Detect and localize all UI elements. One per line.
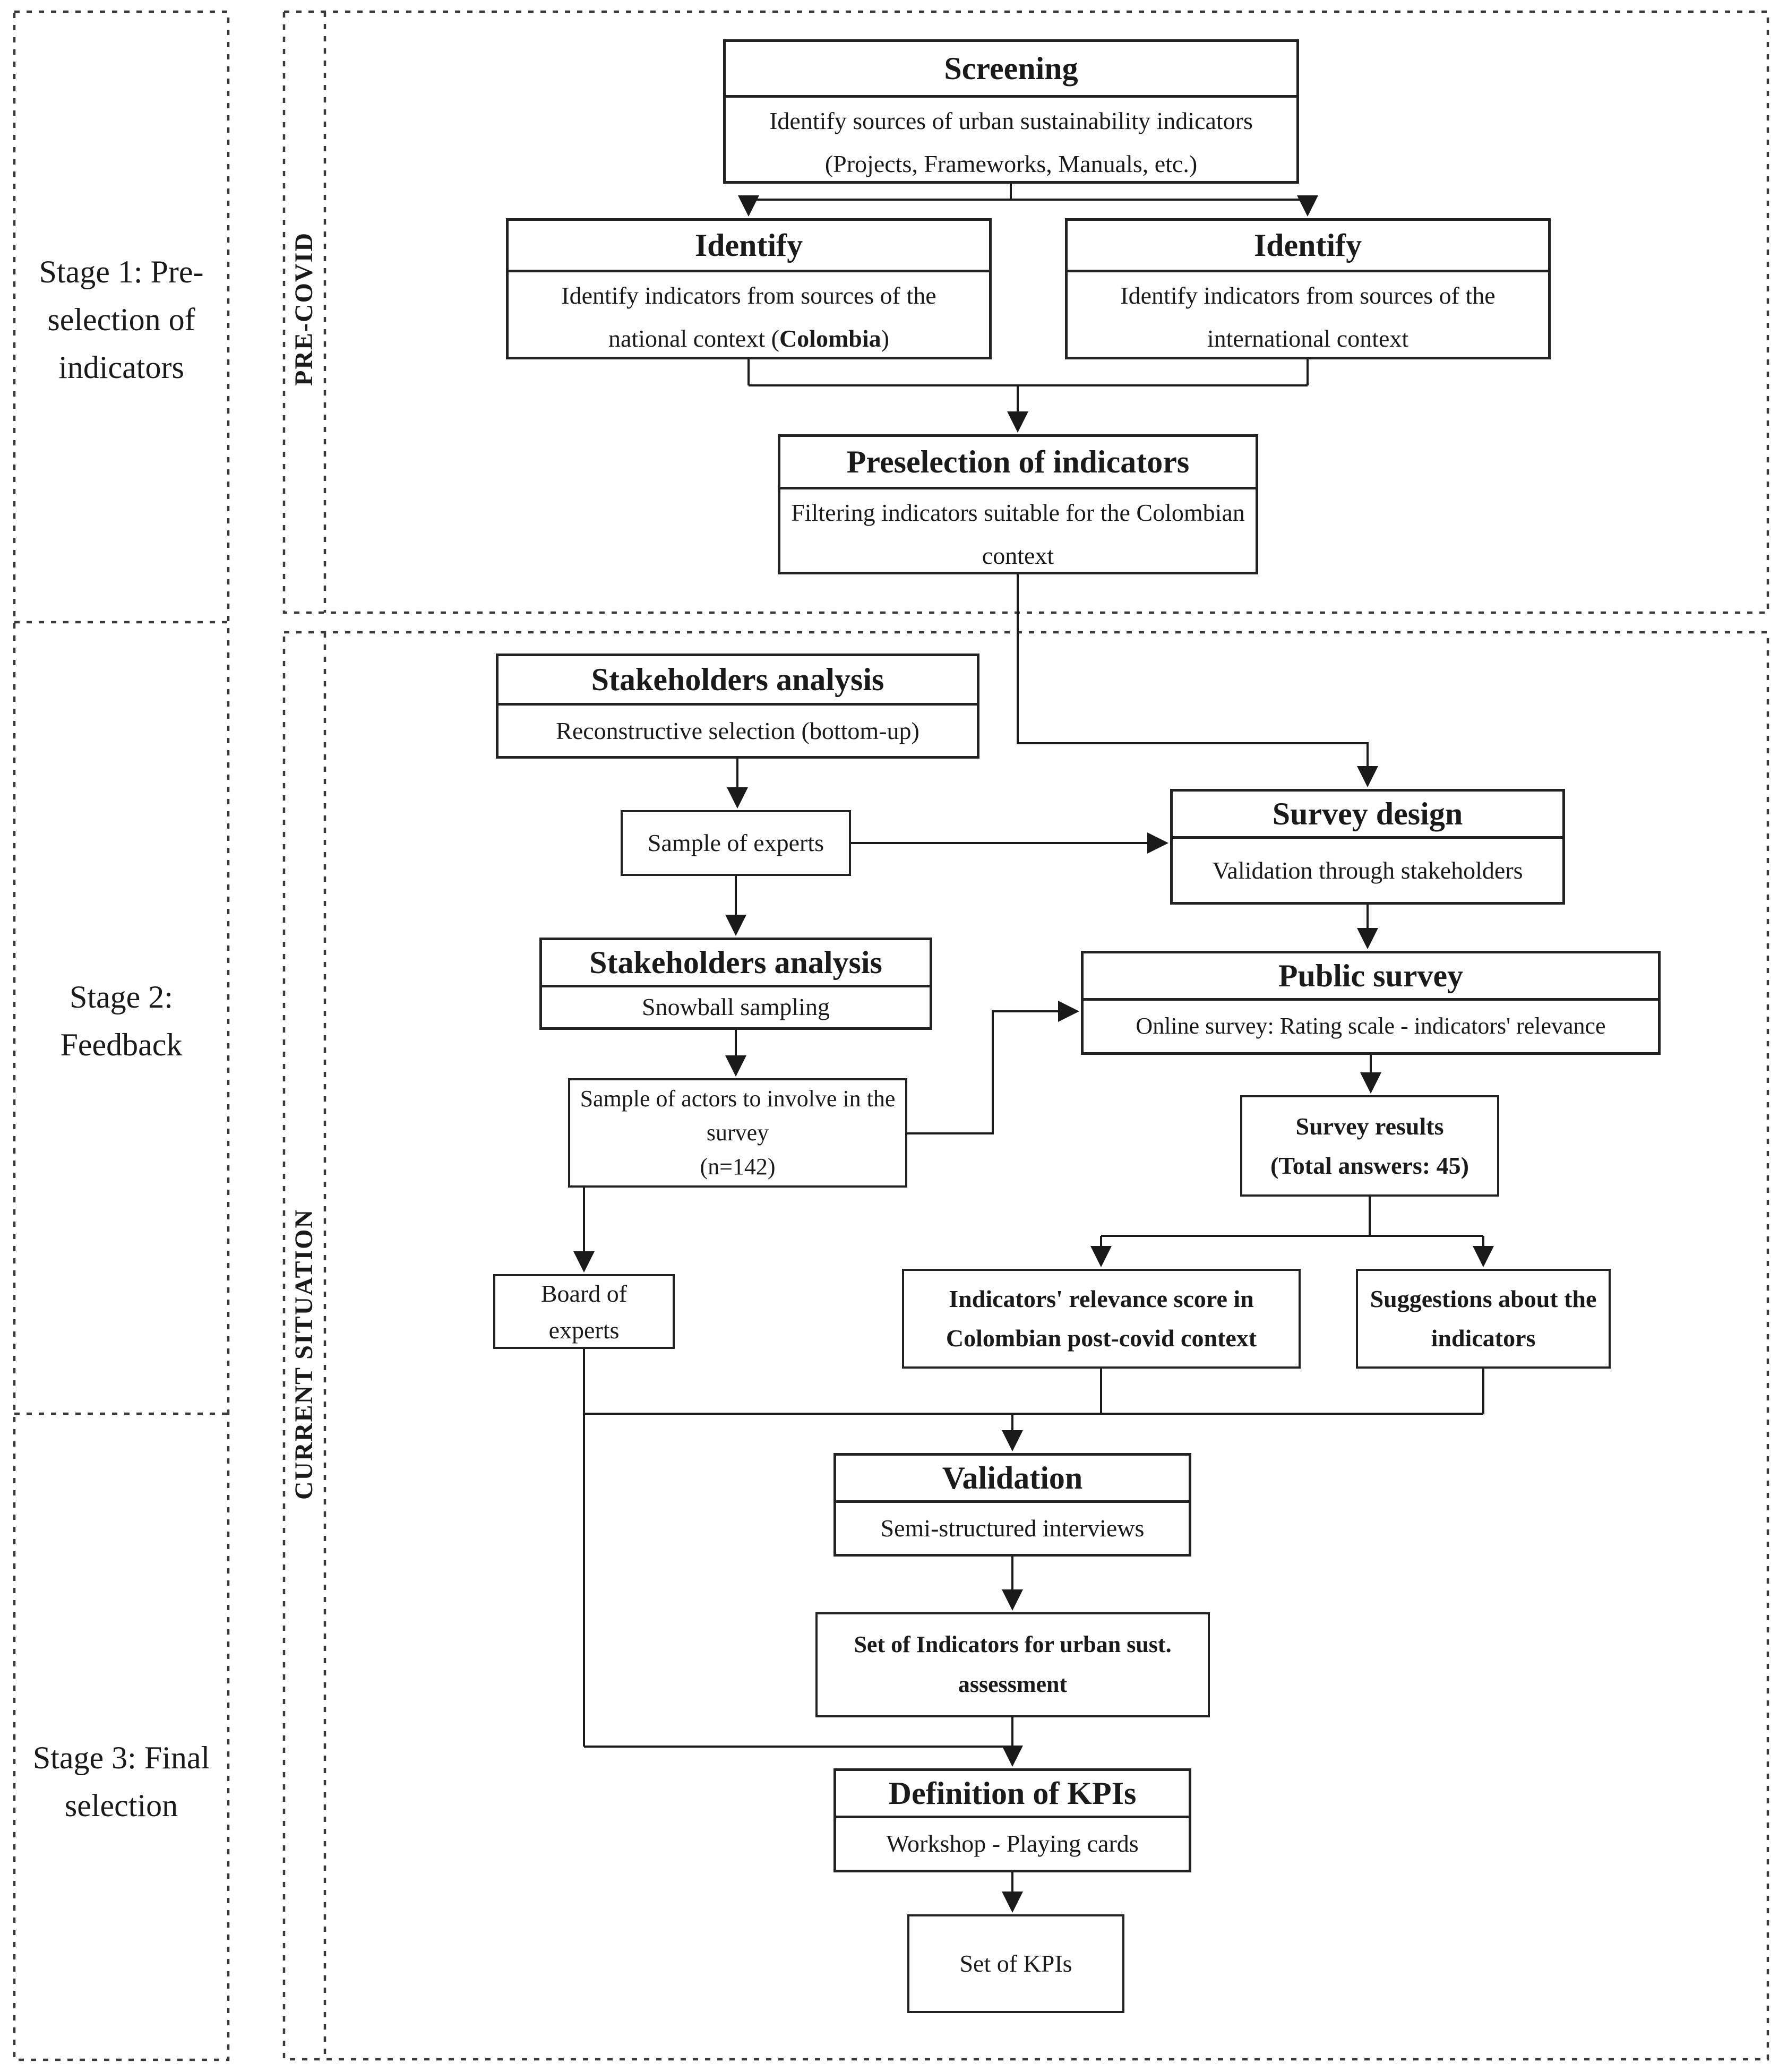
node-stakeholders-analysis-2-body: Snowball sampling (642, 993, 830, 1021)
node-survey-design-title: Survey design (1173, 792, 1562, 839)
node-stakeholders-analysis-1: Stakeholders analysis Reconstructive sel… (496, 654, 979, 759)
node-screening: Screening Identify sources of urban sust… (723, 39, 1299, 184)
node-identify-international: Identify Identify indicators from source… (1065, 218, 1551, 359)
node-indicators-relevance-text: Indicators' relevance score in Colombian… (946, 1285, 1257, 1352)
node-definition-of-kpis-body: Workshop - Playing cards (886, 1830, 1139, 1858)
node-identify-national: Identify Identify indicators from source… (506, 218, 992, 359)
node-validation-title: Validation (836, 1456, 1189, 1503)
node-sample-of-experts: Sample of experts (621, 810, 851, 876)
node-stakeholders-analysis-2: Stakeholders analysis Snowball sampling (539, 938, 932, 1030)
node-identify-international-title: Identify (1068, 221, 1548, 272)
node-survey-design: Survey design Validation through stakeho… (1170, 789, 1565, 905)
node-identify-national-title: Identify (509, 221, 989, 272)
node-screening-body: Identify sources of urban sustainability… (769, 107, 1253, 177)
node-board-of-experts-text: Board of experts (540, 1279, 628, 1344)
node-preselection-title: Preselection of indicators (780, 437, 1256, 489)
node-set-of-kpis: Set of KPIs (907, 1914, 1124, 2013)
region-label-pre-covid: PRE-COVID (290, 232, 318, 386)
node-indicators-relevance: Indicators' relevance score in Colombian… (902, 1269, 1301, 1369)
node-sample-of-experts-text: Sample of experts (647, 829, 824, 857)
node-survey-results-text: Survey results (Total answers: 45) (1270, 1112, 1469, 1179)
node-validation: Validation Semi-structured interviews (833, 1453, 1191, 1557)
node-identify-national-body: Identify indicators from sources of the … (561, 282, 936, 352)
node-validation-body: Semi-structured interviews (880, 1514, 1145, 1542)
node-set-of-kpis-text: Set of KPIs (959, 1950, 1072, 1978)
node-survey-results: Survey results (Total answers: 45) (1240, 1095, 1499, 1197)
node-public-survey-title: Public survey (1084, 953, 1658, 1001)
node-stakeholders-analysis-1-body: Reconstructive selection (bottom-up) (556, 717, 919, 744)
flow-connectors (573, 184, 1494, 1913)
node-definition-of-kpis-title: Definition of KPIs (836, 1771, 1189, 1818)
node-definition-of-kpis: Definition of KPIs Workshop - Playing ca… (833, 1768, 1191, 1872)
node-sample-of-actors-text: Sample of actors to involve in the surve… (580, 1086, 896, 1180)
node-public-survey: Public survey Online survey: Rating scal… (1081, 951, 1661, 1055)
node-suggestions-text: Suggestions about the indicators (1370, 1285, 1597, 1352)
node-survey-design-body: Validation through stakeholders (1212, 856, 1523, 884)
node-sample-of-actors: Sample of actors to involve in the surve… (568, 1078, 907, 1188)
node-screening-title: Screening (726, 42, 1296, 98)
node-public-survey-body: Online survey: Rating scale - indicators… (1136, 1013, 1606, 1039)
node-set-of-indicators-text: Set of Indicators for urban sust. assess… (854, 1631, 1172, 1697)
stage-1-label: Stage 1: Pre-selection of indicators (39, 254, 204, 385)
node-identify-international-body: Identify indicators from sources of the … (1120, 282, 1496, 352)
node-preselection-body: Filtering indicators suitable for the Co… (791, 499, 1245, 569)
stage-2-label: Stage 2: Feedback (60, 979, 183, 1062)
stage-3-label: Stage 3: Final selection (32, 1740, 210, 1823)
node-stakeholders-analysis-2-title: Stakeholders analysis (542, 940, 930, 987)
node-stakeholders-analysis-1-title: Stakeholders analysis (499, 656, 977, 706)
node-set-of-indicators: Set of Indicators for urban sust. assess… (815, 1612, 1210, 1717)
region-label-current-situation: CURRENT SITUATION (290, 1208, 318, 1500)
node-board-of-experts: Board of experts (493, 1274, 675, 1349)
node-preselection: Preselection of indicators Filtering ind… (778, 434, 1258, 574)
dashed-frames (13, 10, 1769, 2061)
node-suggestions: Suggestions about the indicators (1356, 1269, 1611, 1369)
